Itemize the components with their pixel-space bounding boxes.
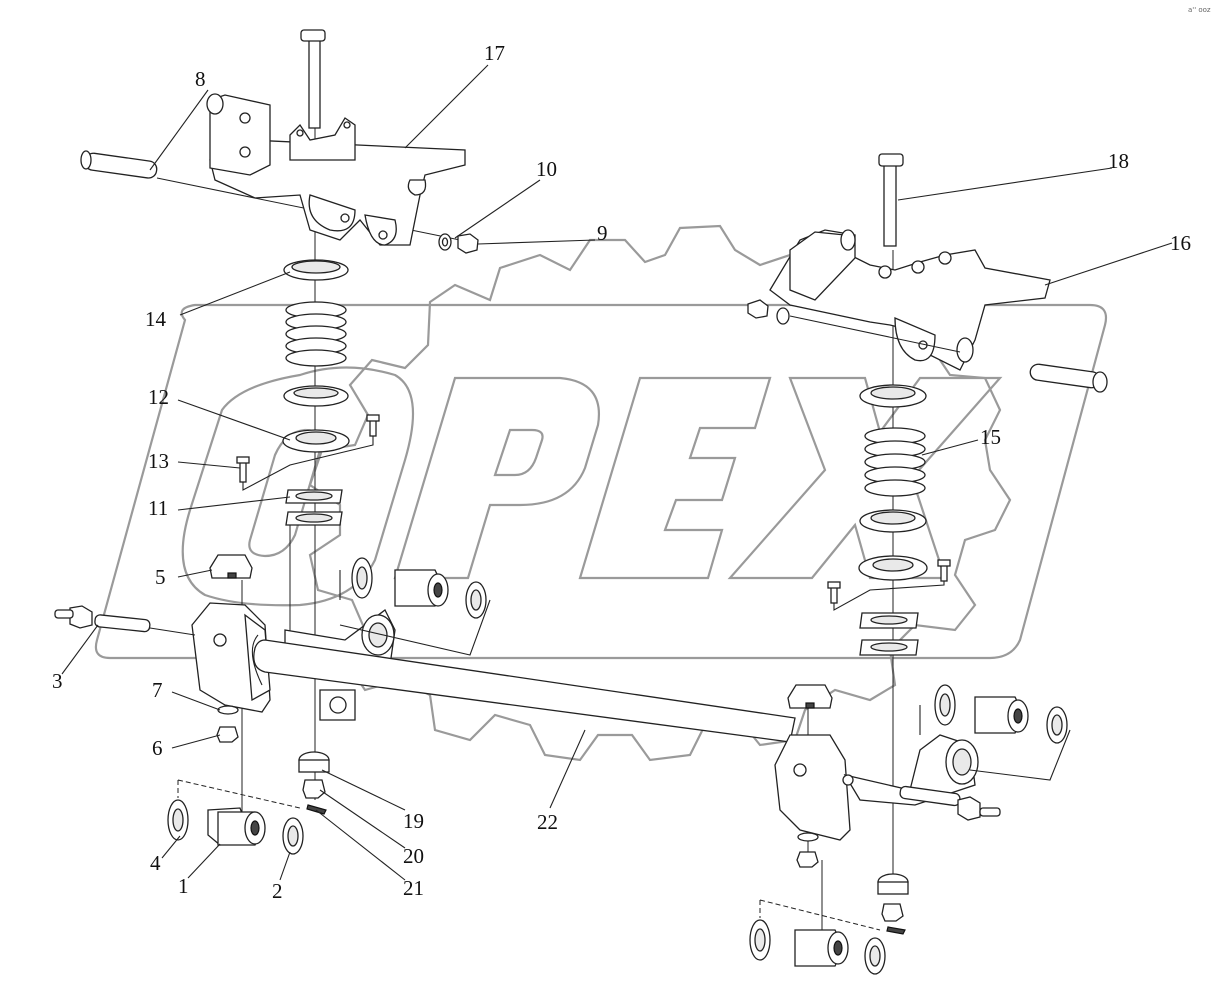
callout-2: 2 [272,879,283,903]
watermark-letter-e [578,376,772,580]
callout-5: 5 [155,565,166,589]
watermark-logo [94,224,1108,762]
left-long-bolt [300,29,326,129]
left-coil-spring [285,301,347,367]
bolt-13 [236,414,380,491]
callout-12: 12 [148,385,169,409]
tie-rod-3 [54,605,151,633]
callout-4: 4 [150,851,161,875]
bushing-group-lower-left [167,779,304,855]
bushing-group-right-upper [919,684,1071,781]
upper-bracket-16 [769,229,1051,371]
callout-18: 18 [1108,149,1129,173]
callout-6: 6 [152,736,163,760]
leader-lines [61,64,1173,881]
callout-17: 17 [484,41,505,65]
corner-mark: a'' ooz [1188,6,1211,14]
callout-3: 3 [52,669,63,693]
bump-stop-right [787,684,833,709]
washer-right [776,307,790,325]
cotter-pin-21 [306,804,327,815]
watermark-letter-x [727,376,1003,580]
bolt-18 [878,153,904,247]
nut-right [747,299,769,319]
right-suspension-assembly [747,153,1108,975]
tie-rod-right [899,785,1001,821]
callout-21: 21 [403,876,424,900]
callout-16: 16 [1170,231,1191,255]
callout-13: 13 [148,449,169,473]
callout-7: 7 [152,678,163,702]
callout-22: 22 [537,810,558,834]
nut-20 [302,779,326,799]
bushing-group-lower-right [749,899,886,975]
callout-10: 10 [536,157,557,181]
callout-11: 11 [148,496,168,520]
washer-7 [217,705,239,715]
pin-8 [80,150,158,179]
bushing-group-left-upper [339,557,491,656]
nut-9 [457,233,479,254]
callout-19: 19 [403,809,424,833]
watermark-letter-p [393,376,601,580]
pin-right [1029,363,1108,393]
nut-6 [216,726,239,743]
callout-9: 9 [597,221,608,245]
upper-bracket-17 [206,93,466,246]
callout-20: 20 [403,844,424,868]
callout-14: 14 [145,307,167,331]
right-axle-bracket [774,734,979,841]
callout-labels: 8 17 10 9 14 12 13 11 5 3 7 6 4 1 2 19 2… [52,41,1191,903]
left-suspension-assembly [54,29,491,855]
bump-stop-5 [209,554,253,579]
coil-spring-15 [864,427,926,497]
spring-seat-12 [282,385,350,453]
watermark-banner-outline [94,303,1108,660]
callout-1: 1 [178,874,189,898]
watermark-gear-outline [308,224,1012,762]
spring-seat-14 [283,259,349,281]
callout-15: 15 [980,425,1001,449]
axle-tube-22 [251,634,796,743]
callout-8: 8 [195,67,206,91]
